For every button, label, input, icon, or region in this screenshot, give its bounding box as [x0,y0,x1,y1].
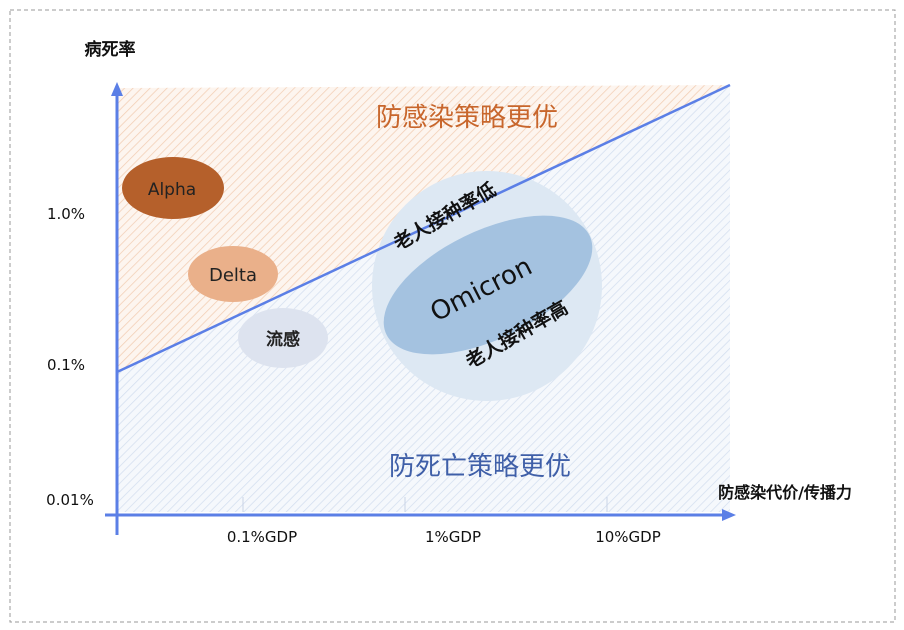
delta-label: Delta [209,265,257,286]
flu-bubble [238,308,328,368]
flu-label: 流感 [266,329,300,350]
x-tick-label: 1%GDP [425,528,481,546]
lower-region-label: 防死亡策略更优 [389,452,571,482]
threshold-line [116,83,731,374]
x-tick-label: 10%GDP [595,528,661,546]
y-axis-title: 病死率 [85,39,136,60]
omicron-inner-bubble [383,215,593,355]
frame-border [9,9,896,623]
y-axis-arrow-icon [111,82,123,96]
x-axis-title: 防感染代价/传播力 [718,483,852,502]
y-tick-label: 0.01% [46,491,94,509]
upper-region-label: 防感染策略更优 [376,103,558,133]
alpha-label: Alpha [148,180,196,200]
x-tick-label: 0.1%GDP [227,528,297,546]
x-axis-arrow-icon [722,509,736,521]
y-tick-label: 1.0% [47,205,85,223]
delta-bubble [188,246,278,302]
y-tick-label: 0.1% [47,356,85,374]
alpha-bubble [122,157,224,219]
